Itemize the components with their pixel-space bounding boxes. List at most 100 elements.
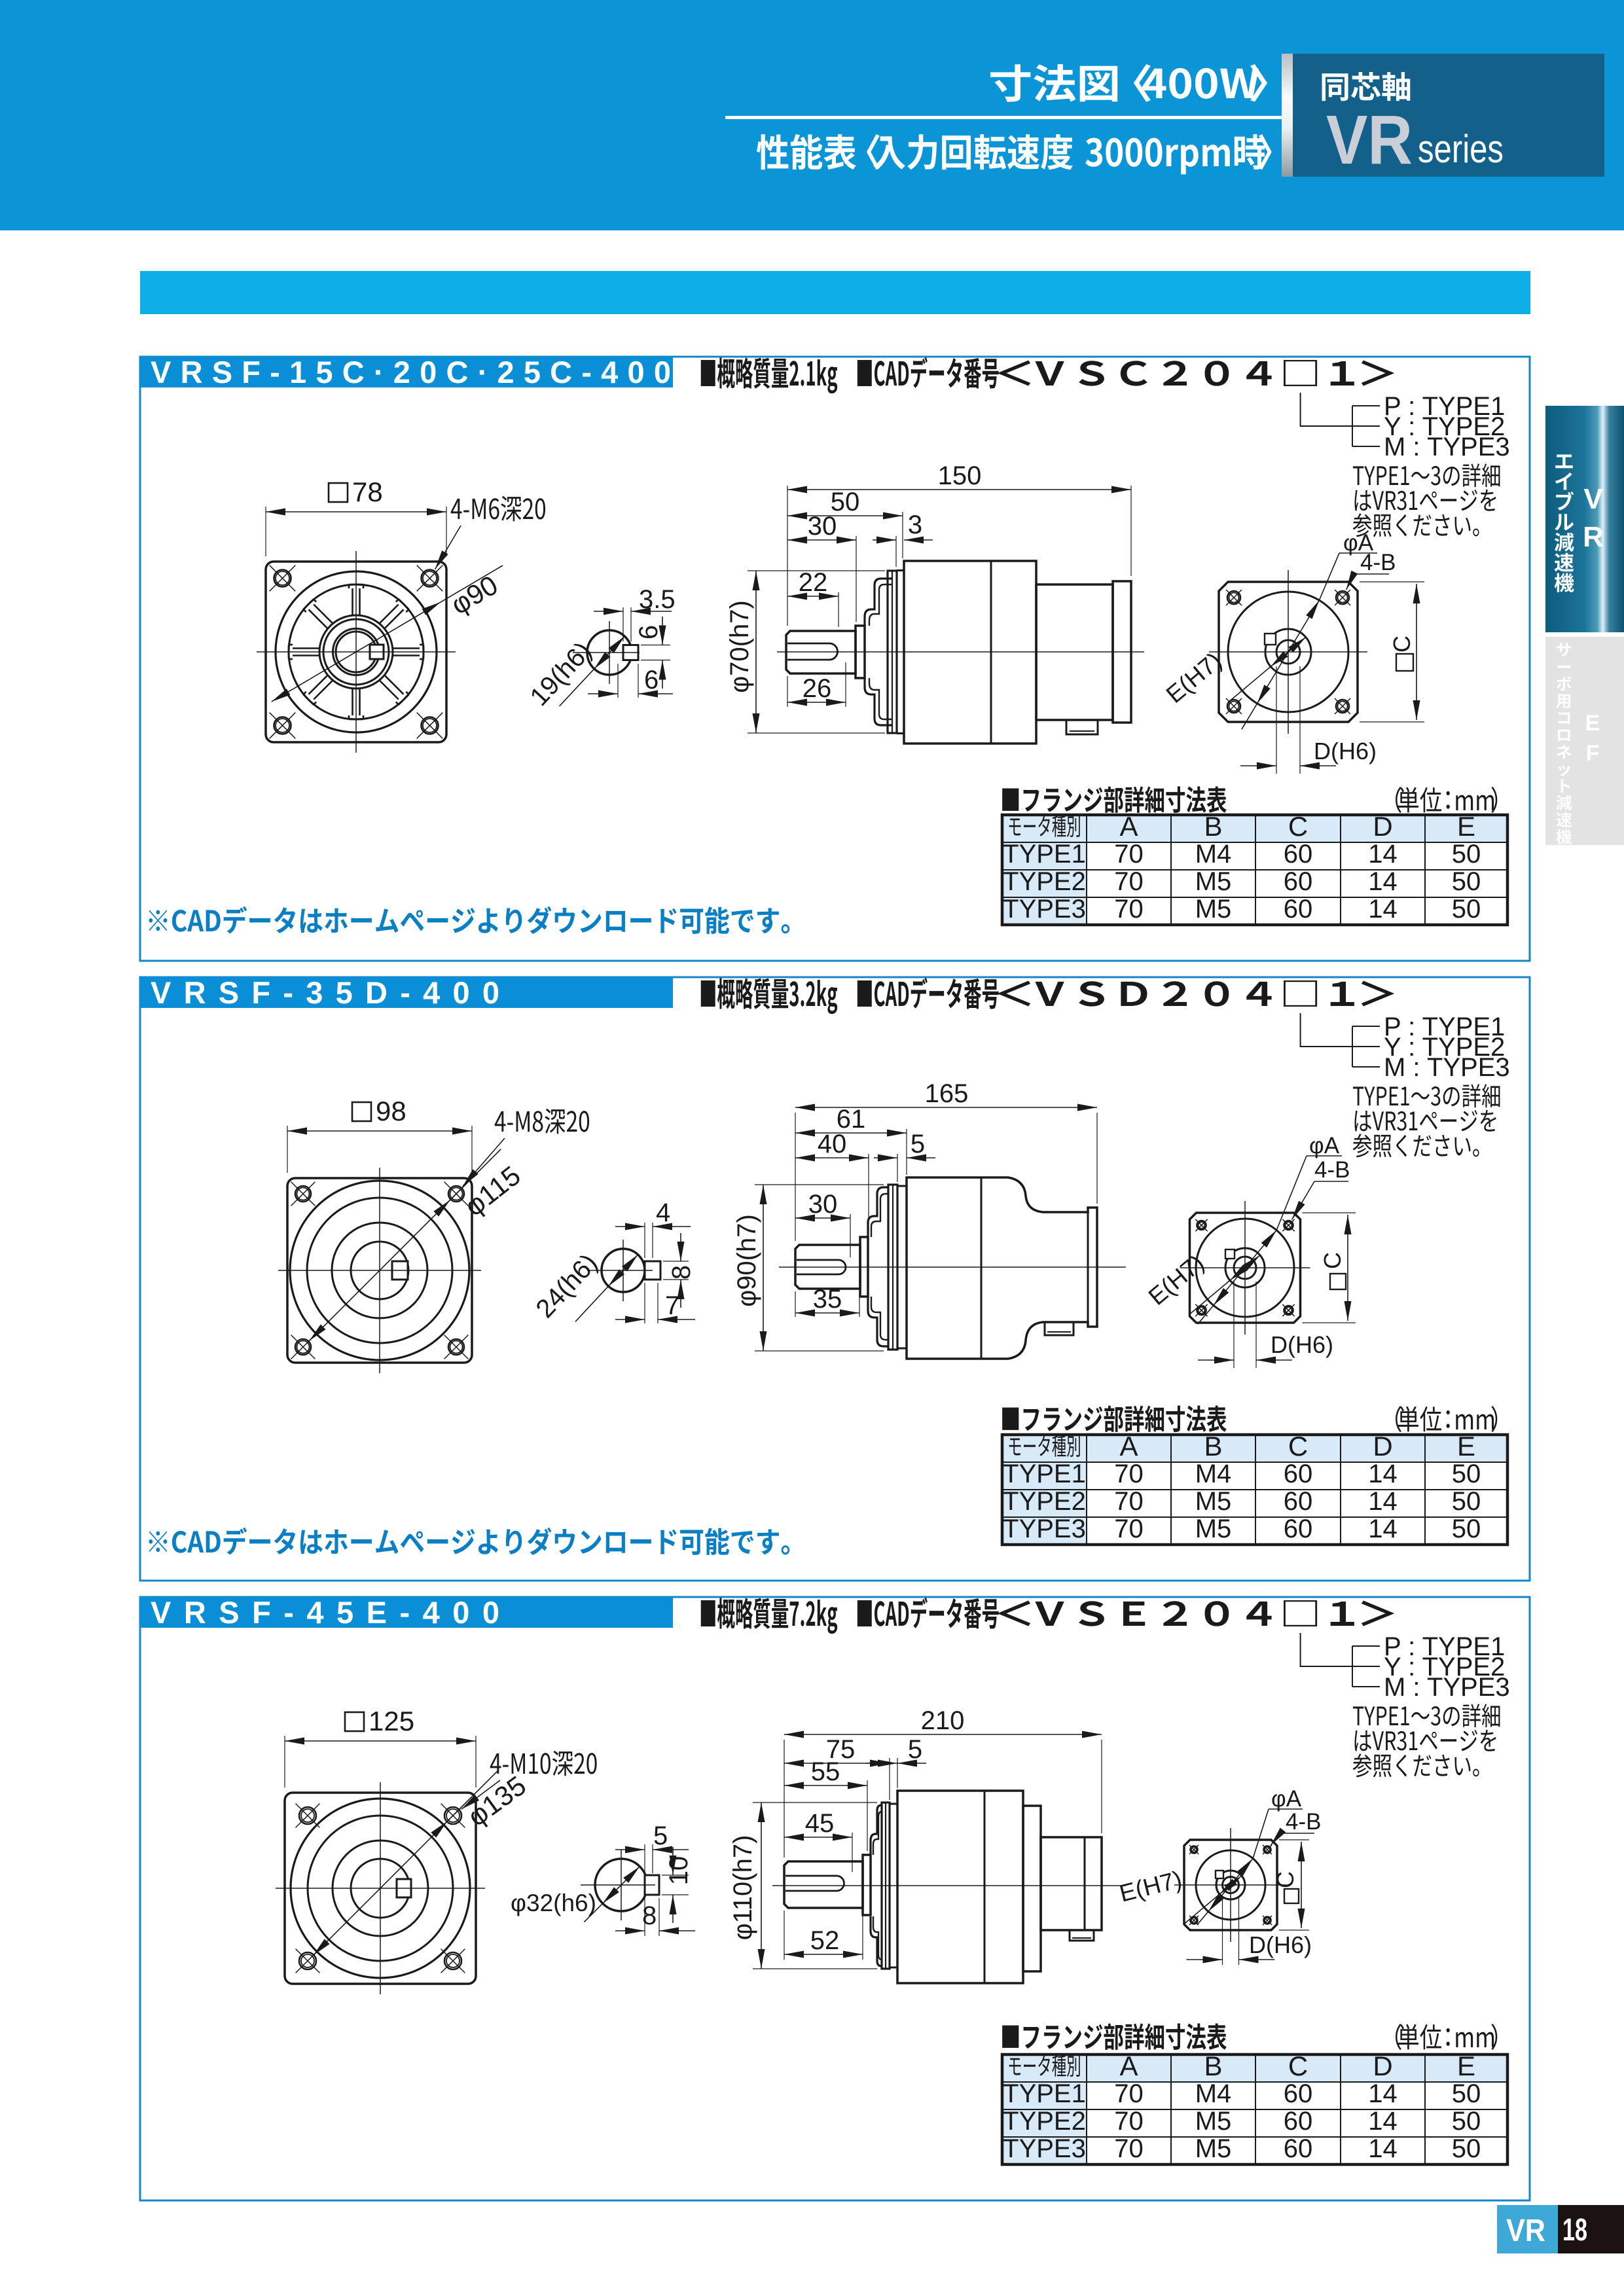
svg-text:14: 14 (1368, 2079, 1398, 2108)
svg-text:60: 60 (1284, 1487, 1313, 1516)
svg-text:Y : TYPE2: Y : TYPE2 (1384, 412, 1505, 441)
svg-text:150: 150 (938, 461, 982, 490)
svg-text:165: 165 (925, 1079, 969, 1108)
svg-text:M : TYPE3: M : TYPE3 (1384, 433, 1510, 461)
svg-text:98: 98 (376, 1096, 406, 1126)
svg-text:70: 70 (1114, 1460, 1144, 1488)
svg-text:TYPE1: TYPE1 (1003, 2079, 1086, 2108)
svg-text:50: 50 (1452, 1487, 1481, 1516)
svg-text:50: 50 (1452, 1460, 1481, 1488)
svg-text:M5: M5 (1195, 867, 1232, 896)
svg-text:70: 70 (1114, 840, 1144, 869)
svg-text:50: 50 (1452, 2107, 1481, 2136)
svg-text:70: 70 (1114, 1515, 1144, 1543)
svg-text:C: C (1288, 1431, 1308, 1462)
svg-text:4-B: 4-B (1286, 1809, 1321, 1835)
svg-text:M5: M5 (1195, 1487, 1232, 1516)
svg-text:60: 60 (1284, 2079, 1313, 2108)
svg-text:B: B (1204, 1431, 1222, 1462)
svg-text:M5: M5 (1195, 895, 1232, 924)
svg-text:60: 60 (1284, 2107, 1313, 2136)
svg-text:TYPE2: TYPE2 (1003, 1487, 1086, 1516)
svg-text:60: 60 (1284, 895, 1313, 924)
svg-text:50: 50 (1452, 2134, 1481, 2163)
svg-text:6: 6 (634, 625, 663, 639)
svg-text:50: 50 (1452, 867, 1481, 896)
svg-text:7: 7 (665, 1291, 679, 1320)
svg-text:E: E (1585, 711, 1600, 736)
svg-text:D: D (1373, 811, 1392, 842)
svg-text:14: 14 (1368, 1487, 1398, 1516)
svg-text:75: 75 (826, 1735, 856, 1764)
svg-text:60: 60 (1284, 1515, 1313, 1543)
svg-text:C: C (1388, 636, 1415, 653)
svg-text:50: 50 (1452, 1515, 1481, 1543)
svg-text:M4: M4 (1195, 2079, 1232, 2108)
svg-text:18: 18 (1562, 2213, 1587, 2248)
svg-text:22: 22 (799, 568, 828, 597)
svg-text:60: 60 (1284, 867, 1313, 896)
svg-text:TYPE3: TYPE3 (1003, 1515, 1086, 1543)
svg-text:A: A (1119, 811, 1138, 842)
svg-text:C: C (1288, 2051, 1308, 2081)
svg-text:14: 14 (1368, 1515, 1398, 1543)
svg-text:VR: VR (1326, 101, 1413, 179)
svg-text:14: 14 (1368, 895, 1398, 924)
svg-text:M4: M4 (1195, 1460, 1232, 1488)
svg-text:P : TYPE1: P : TYPE1 (1384, 1632, 1505, 1661)
svg-text:14: 14 (1368, 2134, 1398, 2163)
svg-text:8: 8 (642, 1901, 657, 1930)
svg-text:C: C (1319, 1252, 1346, 1269)
svg-text:φ32(h6): φ32(h6) (511, 1890, 596, 1916)
svg-text:F: F (1586, 741, 1600, 766)
svg-text:φA: φA (1343, 530, 1374, 556)
svg-text:A: A (1119, 2051, 1138, 2081)
svg-text:40: 40 (818, 1130, 847, 1158)
svg-text:P : TYPE1: P : TYPE1 (1384, 1013, 1505, 1041)
svg-text:M5: M5 (1195, 2107, 1232, 2136)
svg-text:V: V (1583, 483, 1603, 515)
svg-text:70: 70 (1114, 2134, 1144, 2163)
svg-text:4-B: 4-B (1314, 1157, 1350, 1183)
svg-text:14: 14 (1368, 840, 1398, 869)
svg-text:70: 70 (1114, 2107, 1144, 2136)
svg-text:B: B (1204, 2051, 1222, 2081)
svg-text:TYPE2: TYPE2 (1003, 867, 1086, 896)
svg-text:Y : TYPE2: Y : TYPE2 (1384, 1653, 1505, 1681)
svg-text:D(H6): D(H6) (1249, 1931, 1312, 1958)
svg-text:TYPE3: TYPE3 (1003, 895, 1086, 924)
svg-text:E: E (1457, 1431, 1475, 1462)
svg-text:50: 50 (831, 488, 860, 516)
svg-text:61: 61 (837, 1105, 866, 1134)
svg-text:125: 125 (369, 1706, 414, 1736)
svg-text:D(H6): D(H6) (1314, 738, 1377, 764)
svg-text:5: 5 (911, 1130, 925, 1158)
svg-text:M : TYPE3: M : TYPE3 (1384, 1673, 1510, 1702)
svg-text:TYPE3: TYPE3 (1003, 2134, 1086, 2163)
svg-text:φ90(h7): φ90(h7) (732, 1214, 761, 1307)
svg-text:C: C (1272, 1871, 1299, 1888)
svg-text:3: 3 (908, 511, 922, 539)
svg-text:55: 55 (811, 1757, 840, 1786)
svg-text:5: 5 (653, 1821, 668, 1850)
svg-text:52: 52 (810, 1926, 840, 1955)
svg-text:70: 70 (1114, 867, 1144, 896)
svg-text:6: 6 (644, 666, 659, 694)
svg-text:φA: φA (1271, 1786, 1302, 1812)
svg-text:B: B (1204, 811, 1222, 842)
svg-text:φA: φA (1309, 1133, 1340, 1158)
svg-text:10: 10 (664, 1856, 693, 1886)
svg-text:Y : TYPE2: Y : TYPE2 (1384, 1033, 1505, 1062)
svg-text:5: 5 (908, 1735, 922, 1764)
svg-text:4: 4 (656, 1198, 670, 1227)
svg-text:M4: M4 (1195, 840, 1232, 869)
svg-text:E: E (1457, 811, 1475, 842)
svg-text:M5: M5 (1195, 1515, 1232, 1543)
svg-text:A: A (1119, 1431, 1138, 1462)
svg-text:35: 35 (813, 1285, 842, 1314)
svg-text:M5: M5 (1195, 2134, 1232, 2163)
svg-text:series: series (1418, 127, 1504, 171)
svg-text:E: E (1457, 2051, 1475, 2081)
svg-text:M : TYPE3: M : TYPE3 (1384, 1053, 1510, 1082)
svg-text:14: 14 (1368, 2107, 1398, 2136)
